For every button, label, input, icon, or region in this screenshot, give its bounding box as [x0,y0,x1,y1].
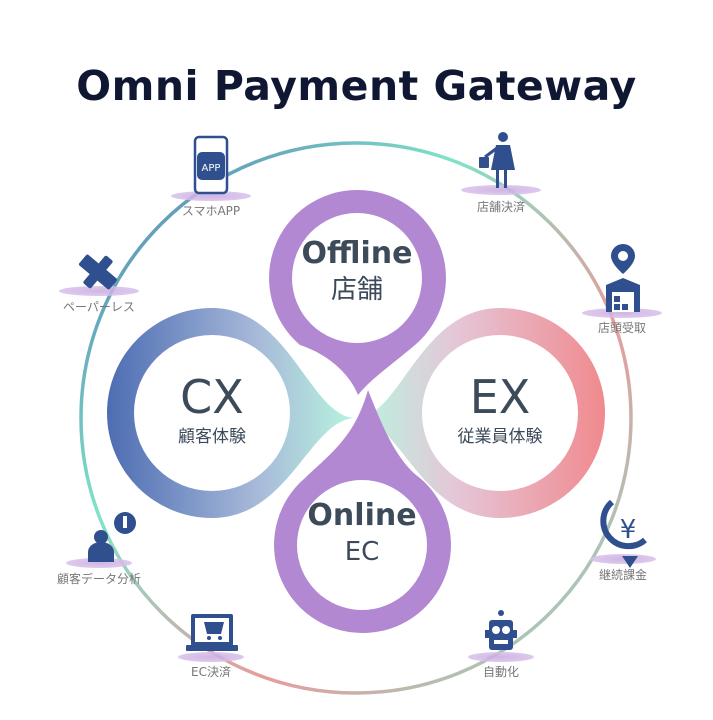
smartphone-app-icon: APP [193,135,229,195]
online-hub: Online EC [282,498,442,570]
online-subtitle: EC [344,537,380,567]
svg-text:¥: ¥ [620,515,637,545]
ex-circle: EX 従業員体験 [400,372,600,447]
shopper-icon [479,132,515,188]
customer-data-icon [88,512,136,562]
online-title: Online [307,498,417,533]
feature-label-store-payment: 店舗決済 [476,200,525,214]
svg-text:APP: APP [202,163,221,174]
feature-label-smartphone-app: スマホAPP [181,204,241,218]
cx-title: CX [180,370,244,424]
page-title: Omni Payment Gateway [76,62,637,110]
no-paper-icon [78,254,118,290]
feature-label-automation: 自動化 [482,665,519,679]
robot-icon [485,610,517,650]
offline-subtitle: 店舗 [330,275,383,305]
feature-label-recurring-billing: 継続課金 [598,568,647,582]
recurring-billing-icon: ¥ [600,499,647,568]
outer-ring [79,141,633,695]
cx-inner [134,335,290,491]
offline-title: Offline [301,236,413,271]
cx-circle: CX 顧客体験 [112,372,312,447]
ex-inner [422,335,578,491]
feature-label-paperless: ペーパーレス [63,300,135,314]
feature-label-ec-payment: EC決済 [191,665,231,679]
feature-label-customer-data: 顧客データ分析 [56,572,141,586]
offline-hub: Offline 店舗 [277,236,437,308]
feature-label-store-pickup: 店頭受取 [597,321,646,335]
store-pickup-icon [606,244,640,312]
ex-title: EX [469,370,531,424]
ec-cart-icon [186,614,238,651]
ex-subtitle: 従業員体験 [457,427,543,447]
cx-subtitle: 顧客体験 [178,427,246,447]
